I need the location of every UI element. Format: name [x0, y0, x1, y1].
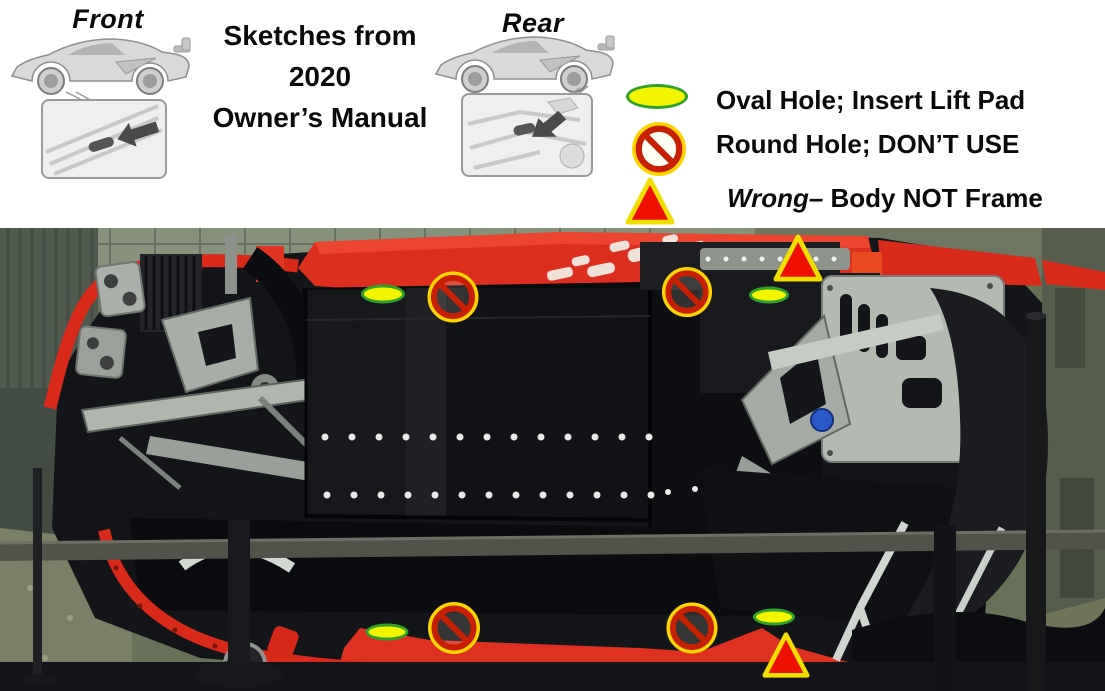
front-car-sketch: [10, 37, 191, 179]
arrow-icon: [117, 121, 160, 147]
legend-round-label: Round Hole; DON’T USE: [716, 129, 1020, 159]
page-title: Sketches from 2020 Owner’s Manual: [198, 15, 442, 138]
oval-slot: [513, 123, 536, 136]
underbody-photo: [0, 228, 1105, 691]
rear-car-sketch: [434, 35, 615, 177]
wrong-triangle-icon: [625, 177, 675, 225]
title-line-3: Owner’s Manual: [212, 102, 428, 133]
legend-oval-label: Oval Hole; Insert Lift Pad: [716, 85, 1026, 115]
front-label: Front: [72, 4, 144, 34]
rear-label: Rear: [501, 8, 565, 38]
legend-wrong-italic: Wrong–: [727, 183, 824, 213]
legend-wrong-label: Wrong– Body NOT Frame: [727, 183, 1043, 214]
oval-slot: [88, 136, 114, 152]
legend-wrong-rest: Body NOT Frame: [823, 183, 1043, 213]
no-symbol-icon: [632, 122, 686, 176]
arrow-icon: [532, 110, 567, 137]
title-line-1: Sketches from: [223, 20, 417, 51]
title-line-2: 2020: [288, 61, 352, 92]
oval-hole-icon: [626, 84, 688, 109]
